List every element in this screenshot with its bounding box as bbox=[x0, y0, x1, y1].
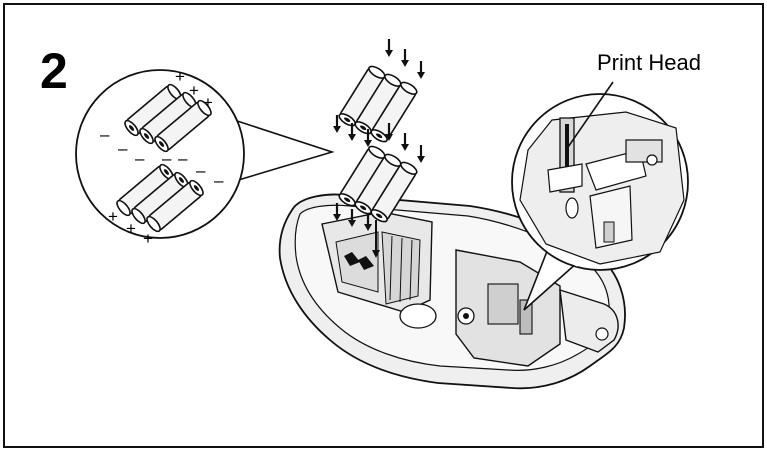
print-head-detail bbox=[519, 111, 685, 265]
insertion-arrows bbox=[331, 37, 427, 258]
svg-text:+: + bbox=[143, 229, 153, 248]
svg-text:+: + bbox=[189, 81, 199, 100]
polarity-callout-pointer bbox=[224, 117, 335, 185]
svg-text:–: – bbox=[162, 149, 172, 168]
svg-text:–: – bbox=[118, 139, 128, 158]
polarity-marks: + + + – – – – – – – + + + bbox=[100, 67, 224, 248]
print-head-label: Print Head bbox=[597, 50, 701, 75]
svg-text:+: + bbox=[126, 219, 136, 238]
step-number: 2 bbox=[40, 43, 68, 99]
svg-text:–: – bbox=[214, 171, 224, 190]
svg-text:+: + bbox=[108, 207, 118, 226]
print-head-leader-line bbox=[565, 81, 614, 151]
svg-text:+: + bbox=[175, 67, 185, 86]
batteries-upper-set bbox=[336, 63, 420, 145]
svg-text:–: – bbox=[178, 149, 188, 168]
svg-text:–: – bbox=[100, 125, 110, 144]
svg-text:–: – bbox=[196, 161, 206, 180]
svg-text:–: – bbox=[135, 149, 145, 168]
svg-text:+: + bbox=[203, 93, 213, 112]
